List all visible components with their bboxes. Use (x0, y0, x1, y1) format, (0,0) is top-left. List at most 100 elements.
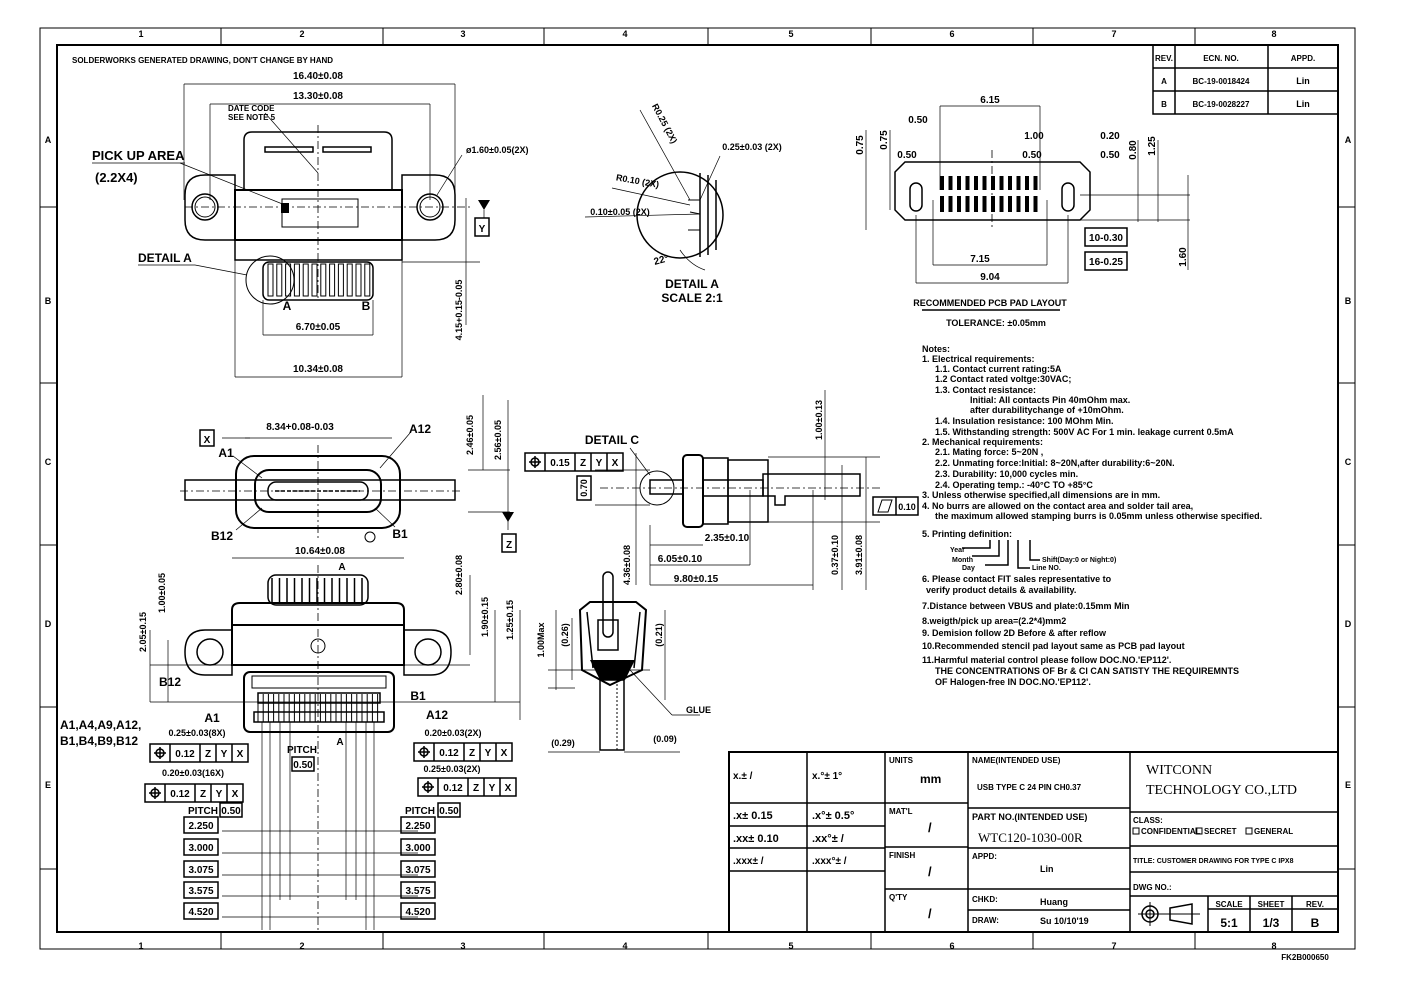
note-line: after durabilitychange of +10mOhm. (970, 405, 1124, 415)
class-checkbox[interactable] (1195, 827, 1203, 835)
fcf-datum: X (232, 789, 239, 800)
rev-value: B (1311, 916, 1320, 930)
basic-dimension-box: 2.250 (405, 821, 430, 832)
zone-letter-right: E (1345, 780, 1351, 790)
pcb-layout-title: RECOMMENDED PCB PAD LAYOUT (913, 298, 1067, 308)
sheet-frame (39, 27, 1356, 950)
zone-letter-left: B (45, 296, 52, 306)
zone-number-bottom: 6 (949, 941, 954, 951)
note-line: 2. Mechanical requirements: (922, 437, 1043, 447)
note-line: 1.4. Insulation resistance: 100 MOhm Min… (935, 416, 1114, 426)
width-0-20-2x: 0.20±0.03(2X) (425, 728, 482, 738)
pitch-label-center: PITCH (287, 745, 317, 756)
pin-b1-bottom: B1 (410, 689, 426, 703)
zone-number-top: 2 (299, 29, 304, 39)
pcb-pads-10: 10-0.30 (1089, 233, 1123, 244)
zone-number-top: 8 (1271, 29, 1276, 39)
top-view (92, 83, 490, 378)
basic-dimension-box: 3.575 (405, 886, 430, 897)
pin-a12-label: A12 (409, 422, 431, 436)
pitch-value: 0.50 (221, 806, 241, 817)
rev-value: B (1161, 100, 1167, 109)
datum-z: Z (506, 540, 512, 551)
class-option: SECRET (1204, 827, 1237, 836)
position-tolerance-icon (529, 456, 541, 468)
note-line: 7.Distance between VBUS and plate:0.15mm… (922, 601, 1130, 611)
width-0-20-16x: 0.20±0.03(16X) (162, 768, 224, 778)
position-tolerance-icon (418, 746, 430, 758)
height-2-46-dim: 2.46±0.05 (465, 415, 475, 455)
zone-number-top: 6 (949, 29, 954, 39)
note-line: 5. Printing definition: (922, 529, 1012, 539)
note-line: verify product details & availability. (926, 585, 1076, 595)
fcf-datum: Z (205, 749, 211, 760)
dim-0-70: 0.70 (579, 479, 589, 497)
position-tolerance-icon (154, 747, 166, 759)
class-checkbox[interactable] (1245, 827, 1253, 835)
class-option: CONFIDENTIAL (1141, 827, 1201, 836)
note-line: 2.4. Operating temp.: -40°C TO +85°C (935, 480, 1093, 490)
ecn-header: ECN. NO. (1203, 54, 1239, 63)
matl-label: MAT'L (889, 807, 913, 816)
pcb-pad-layout (865, 105, 1190, 311)
note-line: THE CONCENTRATIONS OF Br & Cl CAN SATIST… (935, 666, 1239, 676)
dim-1-90: 1.90±0.15 (480, 597, 490, 637)
tol-ang-2: .xx°± / (812, 833, 844, 845)
units-value: mm (920, 772, 941, 786)
class-checkbox[interactable] (1132, 827, 1140, 835)
basic-dimension-box: 2.250 (188, 821, 213, 832)
dwg-no-label: DWG NO.: (1133, 883, 1172, 892)
zone-number-top: 4 (622, 29, 627, 39)
dim-3-91: 3.91±0.08 (854, 535, 864, 575)
width-0-25-2x: 0.25±0.03(2X) (424, 764, 481, 774)
zone-letter-right: D (1345, 619, 1352, 629)
zone-number-bottom: 3 (460, 941, 465, 951)
tol-1: .x± 0.15 (733, 810, 773, 822)
note-line: Notes: (922, 344, 950, 354)
front-view (180, 395, 517, 553)
basic-dimension-box: 3.075 (405, 865, 430, 876)
tol-ang-x: x.°± 1° (812, 771, 842, 782)
dim-1-00-0-13: 1.00±0.13 (814, 400, 824, 440)
pcb-dim-0-50a: 0.50 (908, 115, 928, 126)
note-line: 1. Electrical requirements: (922, 354, 1035, 364)
width-0-25-8x: 0.25±0.03(8X) (169, 728, 226, 738)
zone-letter-right: A (1345, 135, 1352, 145)
name-value: USB TYPE C 24 PIN CH0.37 (977, 783, 1082, 792)
title-value: TITLE: CUSTOMER DRAWING FOR TYPE C IPX8 (1133, 858, 1294, 865)
fcf-tolerance: 0.12 (175, 749, 195, 760)
fcf-datum: X (612, 458, 619, 469)
note-line: 4. No burrs are allowed on the contact a… (922, 501, 1193, 511)
note-line: 1.2 Contact rated voltge:30VAC; (935, 374, 1071, 384)
tol-x: x.± / (733, 771, 753, 782)
dim-1-00-0-05: 1.00±0.05 (157, 573, 167, 613)
note-line: 6. Please contact FIT sales representati… (922, 574, 1112, 584)
drawing-note: SOLDERWORKS GENERATED DRAWING, DON'T CHA… (72, 56, 333, 65)
date-code-note: SEE NOTE 5 (228, 113, 276, 122)
zone-number-top: 1 (138, 29, 143, 39)
section-a-marker-2: A (336, 737, 343, 748)
rev-header: REV. (1155, 54, 1173, 63)
dim-2-80: 2.80±0.08 (454, 555, 464, 595)
fcf-datum: X (505, 783, 512, 794)
overall-width-dim: 16.40±0.08 (293, 71, 343, 82)
pins-list-1: A1,A4,A9,A12, (60, 718, 141, 732)
basic-dimension-box: 3.000 (405, 843, 430, 854)
pin-span-dim: 6.70±0.05 (296, 322, 341, 333)
matl-value: / (928, 820, 932, 835)
tol-ang-3: .xxx°± / (812, 856, 847, 867)
note-line: Initial: All contacts Pin 40mOhm max. (970, 395, 1130, 405)
note-line: 8.weigth/pick up area=(2.2*4)mm2 (922, 616, 1066, 626)
side-view (576, 390, 919, 590)
draw-label: DRAW: (972, 916, 999, 925)
pitch-value: 0.50 (293, 760, 313, 771)
datum-x: X (204, 435, 211, 446)
bottom-view (149, 557, 521, 930)
scale-label: SCALE (1215, 900, 1243, 909)
note-line: 2.1. Mating force: 5~20N , (935, 447, 1043, 457)
body-width-dim: 10.34±0.08 (293, 364, 343, 375)
zone-number-bottom: 7 (1111, 941, 1116, 951)
position-tolerance-icon (422, 781, 434, 793)
pcb-dim-9-04: 9.04 (980, 272, 1000, 283)
